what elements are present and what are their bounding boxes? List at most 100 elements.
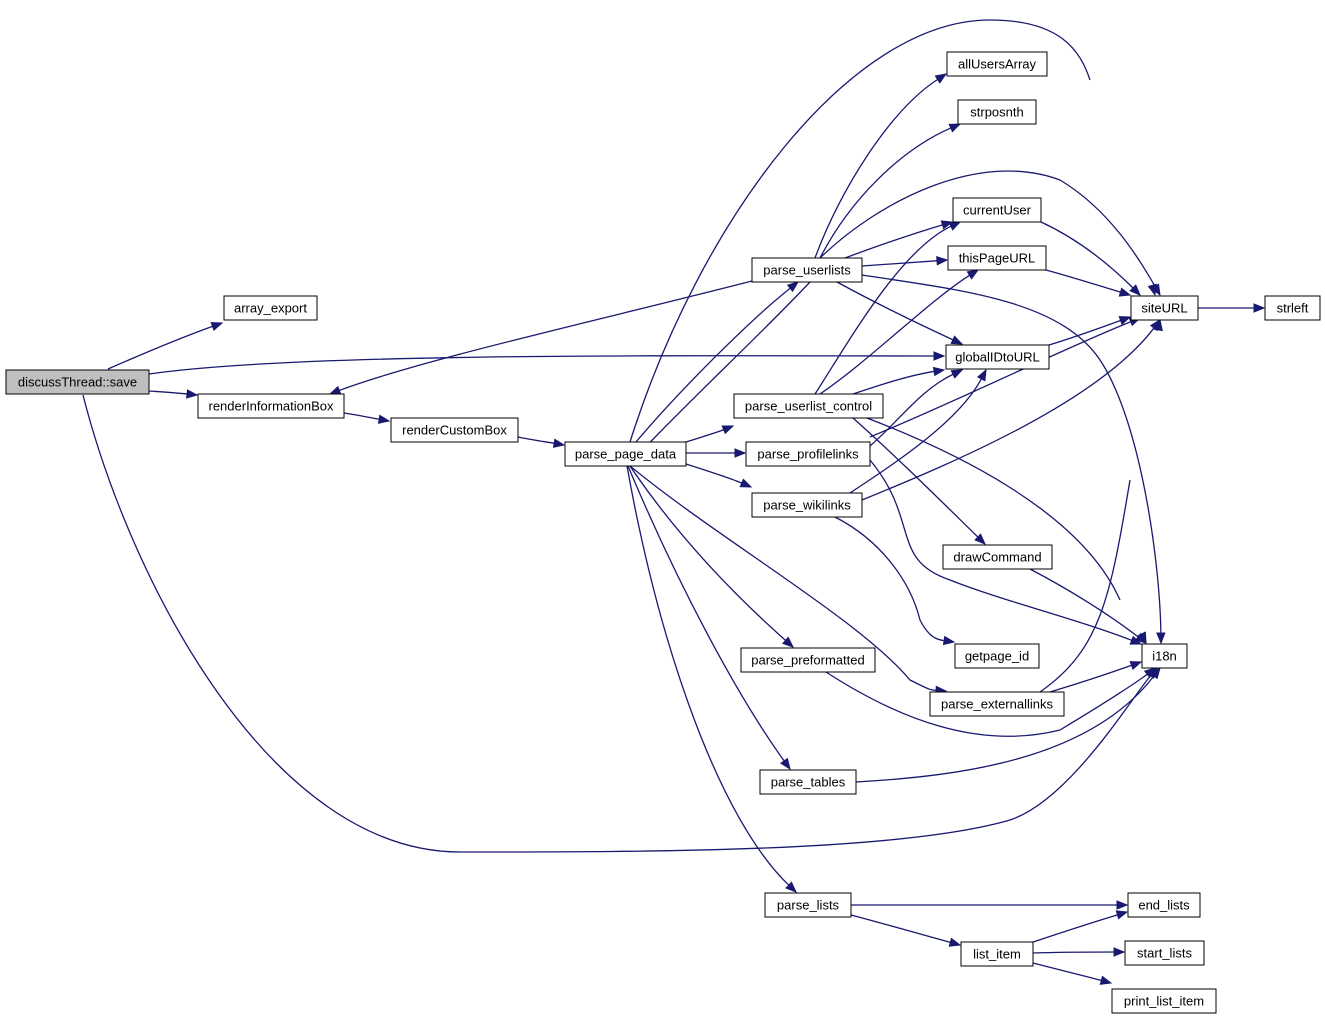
node-renderCustomBox[interactable]: renderCustomBox (390, 417, 519, 443)
edge-line (627, 465, 786, 763)
edge-parse-userlists-to-currentUser (844, 220, 954, 259)
node-box[interactable] (751, 492, 863, 518)
node-box[interactable] (390, 417, 519, 443)
node-array-export[interactable]: array_export (223, 295, 318, 321)
arrowhead-icon (1153, 318, 1163, 332)
node-parse-lists[interactable]: parse_lists (764, 892, 852, 918)
node-box[interactable] (740, 647, 876, 673)
arrowhead-icon (210, 322, 224, 331)
arrowhead-icon (739, 478, 753, 488)
edge-renderCustomBox-to-parse-page-data (517, 436, 566, 448)
node-parse-userlist-control[interactable]: parse_userlist_control (733, 393, 884, 419)
node-drawCommand[interactable]: drawCommand (942, 544, 1053, 570)
node-parse-tables[interactable]: parse_tables (759, 769, 857, 795)
node-box[interactable] (954, 643, 1040, 669)
node-box[interactable] (745, 441, 871, 467)
node-box[interactable] (759, 769, 857, 795)
node-getpage-id[interactable]: getpage_id (954, 643, 1040, 669)
node-label: parse_externallinks (941, 697, 1054, 712)
node-currentUser[interactable]: currentUser (952, 197, 1042, 223)
edge-thisPageURL-to-siteURL (1045, 269, 1132, 297)
node-label: renderInformationBox (208, 399, 334, 414)
edge-line (869, 320, 1132, 438)
node-box[interactable] (929, 691, 1065, 717)
edge-parse-page-data-to-parse-profilelinks (686, 448, 747, 458)
node-box[interactable] (945, 344, 1050, 370)
node-siteURL[interactable]: siteURL (1130, 295, 1199, 321)
node-box[interactable] (1124, 940, 1205, 966)
arrowhead-icon (328, 385, 342, 395)
edge-line (1049, 664, 1133, 693)
node-strleft[interactable]: strleft (1264, 295, 1321, 321)
node-label: drawCommand (953, 550, 1041, 565)
edge-parse-profilelinks-to-siteURL (869, 317, 1142, 438)
node-box[interactable] (223, 295, 318, 321)
edge-parse-userlist-control-to-globalIDtoURL (852, 366, 946, 395)
node-box[interactable] (942, 544, 1053, 570)
edge-line (869, 373, 955, 447)
node-box[interactable] (1127, 892, 1201, 918)
node-box[interactable] (960, 941, 1034, 967)
node-list-item[interactable]: list_item (960, 941, 1034, 967)
edge-line (685, 428, 725, 443)
node-box[interactable] (1264, 295, 1321, 321)
node-box[interactable] (564, 441, 687, 467)
node-label: getpage_id (965, 649, 1029, 664)
node-box[interactable] (764, 892, 852, 918)
edge-parse-page-data-to-parse-tables (627, 465, 791, 771)
node-box[interactable] (946, 51, 1048, 77)
node-thisPageURL[interactable]: thisPageURL (947, 245, 1047, 271)
edge-save-to-globalIDtoURL (148, 351, 946, 375)
edge-line (1032, 913, 1119, 943)
node-box[interactable] (1141, 643, 1188, 669)
edge-line (852, 417, 980, 539)
node-box[interactable] (1111, 988, 1217, 1014)
node-label: print_list_item (1124, 994, 1204, 1009)
edge-renderInformationBox-to-renderCustomBox (343, 412, 391, 424)
node-globalIDtoURL[interactable]: globalIDtoURL (945, 344, 1050, 370)
node-box[interactable] (733, 393, 884, 419)
node-box[interactable] (952, 197, 1042, 223)
node-renderInformationBox[interactable]: renderInformationBox (197, 393, 345, 419)
node-end-lists[interactable]: end_lists (1127, 892, 1201, 918)
node-label: globalIDtoURL (955, 350, 1040, 365)
node-label: currentUser (963, 203, 1032, 218)
node-box[interactable] (197, 393, 345, 419)
node-box[interactable] (957, 99, 1037, 125)
node-save[interactable]: discussThread::save (5, 369, 150, 395)
node-parse-externallinks[interactable]: parse_externallinks (929, 691, 1065, 717)
node-print-list-item[interactable]: print_list_item (1111, 988, 1217, 1014)
node-box[interactable] (751, 257, 863, 283)
node-i18n[interactable]: i18n (1141, 643, 1188, 669)
node-label: parse_tables (771, 775, 846, 790)
arrowhead-icon (1156, 632, 1166, 645)
node-parse-page-data[interactable]: parse_page_data (564, 441, 687, 467)
node-label: strleft (1277, 301, 1309, 316)
edge-siteURL-to-strleft (1197, 303, 1266, 313)
edge-parse-tables-to-i18n (855, 666, 1161, 783)
node-parse-wikilinks[interactable]: parse_wikilinks (751, 492, 863, 518)
edge-save-to-renderInformationBox (148, 389, 199, 399)
node-allUsersArray[interactable]: allUsersArray (946, 51, 1048, 77)
arrowhead-icon (1116, 900, 1129, 910)
node-label: renderCustomBox (402, 423, 507, 438)
node-box[interactable] (947, 245, 1047, 271)
node-parse-preformatted[interactable]: parse_preformatted (740, 647, 876, 673)
edge-currentUser-to-siteURL (1040, 221, 1141, 296)
edge-line (819, 126, 953, 259)
arrowhead-icon (976, 368, 987, 382)
edge-parse-wikilinks-to-globalIDtoURL (849, 368, 987, 494)
node-start-lists[interactable]: start_lists (1124, 940, 1205, 966)
edge-line (338, 280, 753, 392)
edge-line (1040, 221, 1135, 290)
node-box[interactable] (5, 369, 150, 395)
node-parse-profilelinks[interactable]: parse_profilelinks (745, 441, 871, 467)
arrowhead-icon (1118, 316, 1132, 326)
node-strposnth[interactable]: strposnth (957, 99, 1037, 125)
edge-line (852, 370, 936, 395)
node-box[interactable] (1130, 295, 1199, 321)
edge-line (866, 417, 1121, 601)
edge-line (861, 274, 1162, 635)
arrowhead-icon (950, 335, 964, 345)
node-parse-userlists[interactable]: parse_userlists (751, 257, 863, 283)
